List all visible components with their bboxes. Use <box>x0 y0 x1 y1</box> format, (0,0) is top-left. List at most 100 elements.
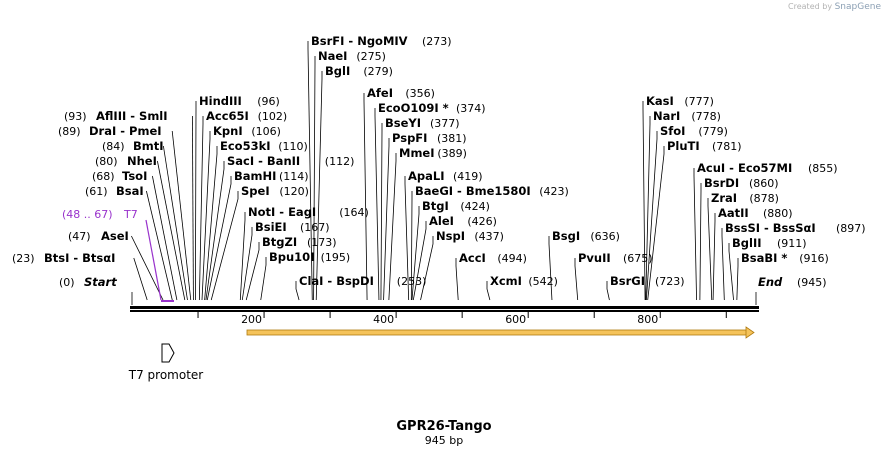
site-position: (279) <box>363 65 393 78</box>
orf-feature[interactable] <box>246 326 755 339</box>
site-name[interactable]: BsrFI - NgoMIV <box>311 34 408 48</box>
site-leader-line <box>131 235 164 301</box>
site-name[interactable]: NarI <box>653 109 680 123</box>
site-name[interactable]: BtgI <box>422 199 449 213</box>
site-position: (173) <box>307 236 337 249</box>
site-name[interactable]: SfoI <box>660 124 685 138</box>
site-leader-line <box>206 176 232 301</box>
orf-arrowhead[interactable] <box>745 326 755 339</box>
site-name[interactable]: BsaBI * <box>741 251 787 265</box>
site-name[interactable]: PluTI <box>667 139 700 153</box>
site-name[interactable]: KpnI <box>213 124 243 138</box>
site-name[interactable]: NaeI <box>318 49 347 63</box>
axis-tick-label: 400 <box>373 313 394 326</box>
site-name[interactable]: ClaI - BspDI <box>299 274 374 288</box>
site-name[interactable]: AseI <box>101 229 129 243</box>
site-leader-line <box>307 41 313 301</box>
promoter-arrow-icon[interactable] <box>161 343 175 363</box>
site-leader-line <box>404 176 410 301</box>
site-name[interactable]: NheI <box>127 154 157 168</box>
end-marker: End (945) <box>758 275 827 289</box>
site-lines <box>131 41 757 305</box>
site-position: (80) <box>95 155 118 168</box>
site-name[interactable]: BsrGI <box>610 274 645 288</box>
backbone-top-strand <box>130 306 759 309</box>
site-name[interactable]: BamHI <box>234 169 276 183</box>
site-name[interactable]: TsoI <box>122 169 147 183</box>
site-name[interactable]: ZraI <box>711 191 737 205</box>
site-name[interactable]: KasI <box>646 94 674 108</box>
site-leader-line <box>645 131 658 301</box>
left-site-labels: (93)AflIII - SmlI(89)DraI - PmeI(84)BmtI… <box>12 109 168 265</box>
site-leader-line <box>374 108 380 301</box>
site-name[interactable]: AcuI - Eco57MI <box>697 161 792 175</box>
t7-primer-feature[interactable]: (48 .. 67) T7 <box>62 208 174 302</box>
site-position: (897) <box>836 222 866 235</box>
end-label: End <box>758 275 783 289</box>
site-name[interactable]: BsgI <box>552 229 580 243</box>
primer-position: (48 .. 67) <box>62 208 113 221</box>
site-leader-line <box>721 228 725 301</box>
site-name[interactable]: Eco53kI <box>220 139 271 153</box>
site-name[interactable]: AflIII - SmlI <box>96 109 168 123</box>
site-leader-line <box>152 175 178 301</box>
site-position: (389) <box>437 147 467 160</box>
site-name[interactable]: BsiEI <box>255 220 287 234</box>
site-name[interactable]: BtsI - BtsαI <box>44 251 115 265</box>
site-position: (423) <box>539 185 569 198</box>
site-name[interactable]: AatII <box>718 206 749 220</box>
site-name[interactable]: BseYI <box>385 116 421 130</box>
site-name[interactable]: EcoO109I * <box>378 101 449 115</box>
site-position: (167) <box>300 221 330 234</box>
site-name[interactable]: Bpu10I <box>269 250 314 264</box>
site-name[interactable]: BsaI <box>116 184 144 198</box>
site-position: (106) <box>251 125 281 138</box>
plasmid-length: 945 bp <box>425 434 463 447</box>
site-name[interactable]: ApaLI <box>408 169 445 183</box>
site-position: (275) <box>356 50 386 63</box>
plasmid-title: GPR26-Tango <box>396 419 491 434</box>
site-name[interactable]: BglII <box>732 236 762 250</box>
site-position: (273) <box>422 35 452 48</box>
site-name[interactable]: BglI <box>325 64 350 78</box>
site-leader-line <box>647 146 665 301</box>
site-name[interactable]: BtgZI <box>262 235 297 249</box>
site-name[interactable]: AfeI <box>367 86 393 100</box>
site-name[interactable]: BaeGI - Bme1580I <box>415 184 531 198</box>
site-position: (855) <box>808 162 838 175</box>
site-leader-line <box>245 242 260 301</box>
t7-promoter-feature[interactable]: T7 promoter <box>128 343 204 382</box>
site-leader-line <box>410 191 413 301</box>
site-position: (419) <box>453 170 483 183</box>
site-name[interactable]: MmeI <box>399 146 435 160</box>
site-name[interactable]: PvuII <box>578 251 611 265</box>
site-name[interactable]: HindIII <box>199 94 242 108</box>
site-name[interactable]: BmtI <box>133 139 164 153</box>
site-position: (89) <box>58 125 81 138</box>
site-name[interactable]: NotI - EagI <box>248 205 316 219</box>
site-position: (102) <box>258 110 288 123</box>
site-name[interactable]: SacI - BanII <box>227 154 300 168</box>
site-name[interactable]: XcmI <box>490 274 522 288</box>
sequence-backbone <box>130 306 759 312</box>
orf-bar[interactable] <box>246 329 748 336</box>
credit-prefix: Created by <box>788 2 833 11</box>
site-name[interactable]: BsrDI <box>704 176 739 190</box>
site-position: (120) <box>279 185 309 198</box>
site-name[interactable]: AccI <box>459 251 486 265</box>
site-leader-line <box>260 257 267 301</box>
site-leader-line <box>728 243 734 301</box>
site-leader-line <box>205 161 225 301</box>
site-name[interactable]: SpeI <box>241 184 270 198</box>
site-leader-line <box>198 116 204 301</box>
site-leader-line <box>315 71 323 301</box>
primer-bar[interactable] <box>161 300 174 302</box>
site-leader-line <box>606 281 610 301</box>
site-name[interactable]: BssSI - BssSαI <box>725 221 816 235</box>
site-name[interactable]: AleI <box>429 214 454 228</box>
site-name[interactable]: PspFI <box>392 131 427 145</box>
site-position: (253) <box>397 275 427 288</box>
site-name[interactable]: DraI - PmeI <box>89 124 162 138</box>
site-name[interactable]: Acc65I <box>206 109 249 123</box>
site-name[interactable]: NspI <box>436 229 465 243</box>
